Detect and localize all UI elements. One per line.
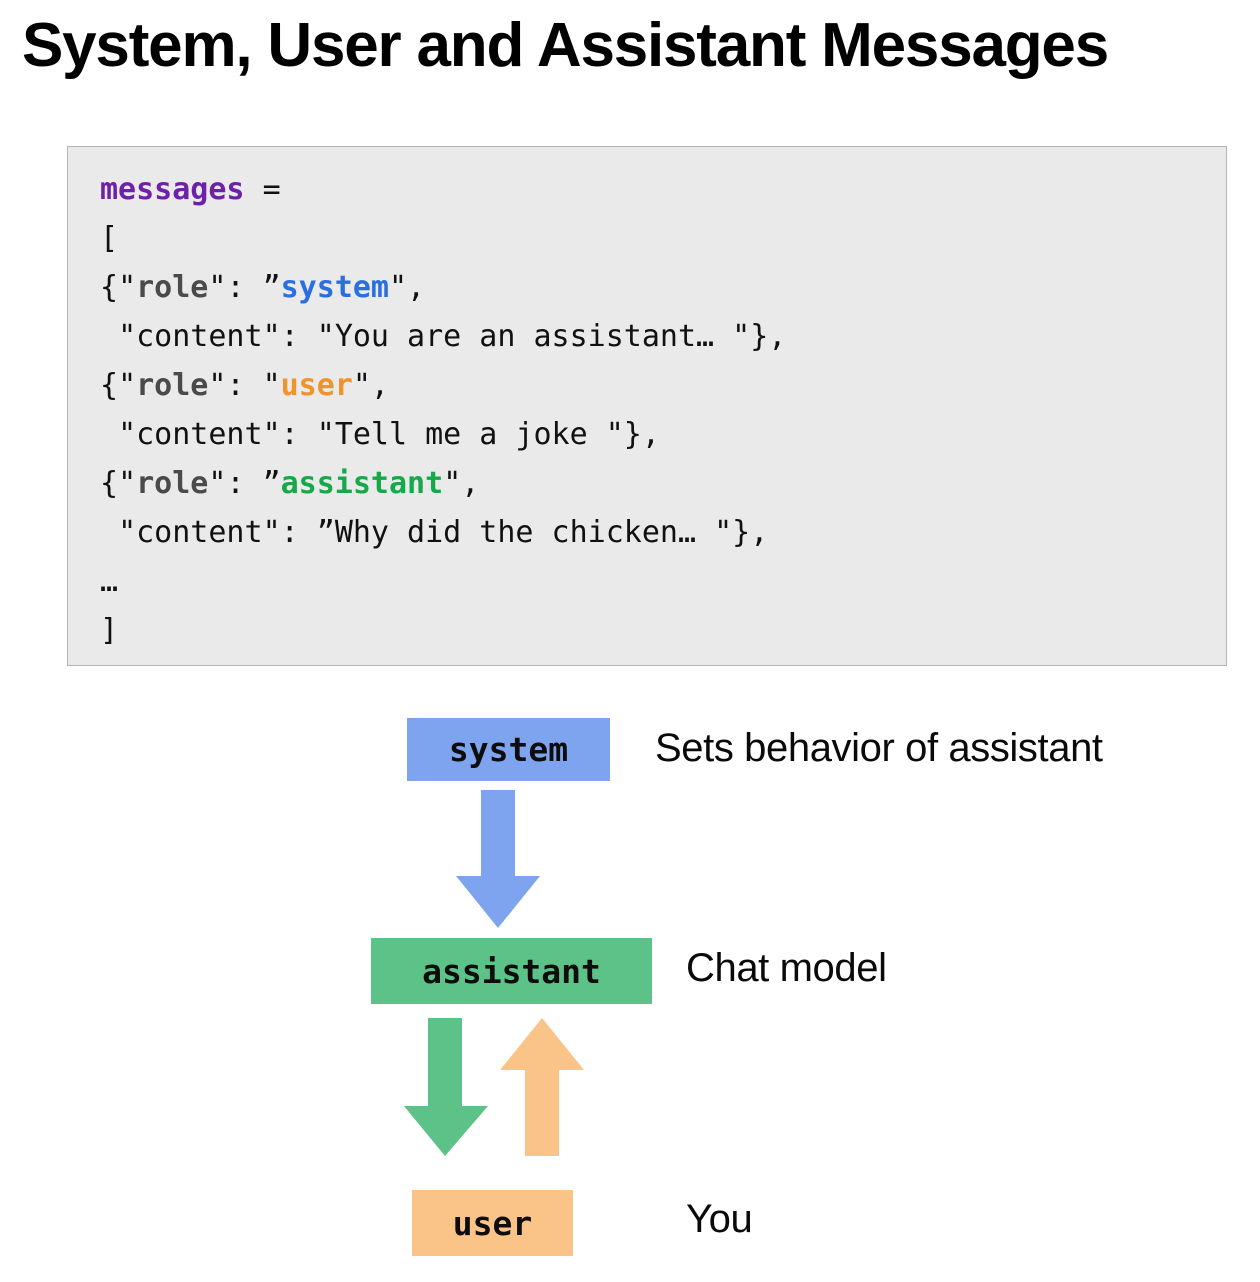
diagram-box-system[interactable]: system [407,718,610,781]
code-quote-4b: " [208,466,227,501]
code-value-content-assistant: Why did the chicken… [334,515,715,550]
code-quote-4d: ", [443,466,480,501]
code-quote-0a: " [118,270,137,305]
code-value-content-system: You are an assistant… [334,319,733,354]
code-quote-2d: ", [352,368,389,403]
code-quote-5c: ” [316,515,335,550]
code-key-0: role [136,270,209,305]
diagram-box-assistant[interactable]: assistant [371,938,652,1004]
code-indent-5 [100,515,118,550]
arrow-up-user-to-assistant-icon [500,1018,584,1156]
code-quote-4a: " [118,466,137,501]
diagram-label-system-description: Sets behavior of assistant [655,726,1103,770]
code-quote-1b: " [262,319,281,354]
code-value-user: user [280,368,353,403]
code-quote-1c: " [316,319,335,354]
arrow-down-assistant-to-user-icon [404,1018,488,1156]
code-open-bracket: [ [100,221,119,256]
code-line-close-bracket: ] [68,606,1226,655]
code-colon-4: : [226,466,263,501]
code-quote-0c: ” [262,270,281,305]
code-line-open-bracket: [ [68,214,1226,263]
code-colon-3: : [280,417,317,452]
arrow-down-system-to-assistant-icon [456,790,540,928]
code-key-2: role [136,368,209,403]
code-colon-1: : [280,319,317,354]
code-key-3: content [136,417,263,452]
code-variable-messages: messages [100,172,245,207]
code-brace-open-2: { [100,368,119,403]
message-flow-diagram: system Sets behavior of assistant assist… [0,690,1260,1280]
code-quote-0d: ", [389,270,426,305]
code-equals-sign: = [262,172,281,207]
code-quote-3c: " [316,417,335,452]
code-line-assignment: messages = [68,165,1226,214]
code-key-1: content [136,319,263,354]
code-quote-3a: " [118,417,137,452]
code-assign-operator [245,172,263,207]
code-line-role-assistant: {"role": ”assistant", [68,459,1226,508]
code-quote-5a: " [118,515,137,550]
code-quote-2c: " [262,368,281,403]
code-quote-3b: " [262,417,281,452]
code-quote-1d: "}, [732,319,787,354]
diagram-box-user[interactable]: user [412,1190,573,1256]
code-key-5: content [136,515,263,550]
code-ellipsis: … [100,564,119,599]
code-colon-2: : [226,368,263,403]
diagram-label-assistant-description: Chat model [686,946,887,990]
code-value-system: system [280,270,389,305]
page-title: System, User and Assistant Messages [22,11,1109,80]
code-line-ellipsis: … [68,557,1226,606]
diagram-label-user-description: You [686,1197,753,1241]
code-close-bracket: ] [100,613,119,648]
code-quote-4c: ” [262,466,281,501]
code-value-content-user: Tell me a joke [334,417,606,452]
code-indent-3 [100,417,118,452]
code-quote-1a: " [118,319,137,354]
code-indent-1 [100,319,118,354]
code-quote-5d: "}, [714,515,769,550]
code-brace-open-0: { [100,270,119,305]
code-line-content-user: "content": "Tell me a joke "}, [68,410,1226,459]
code-line-role-system: {"role": ”system", [68,263,1226,312]
code-colon-0: : [226,270,263,305]
code-line-role-user: {"role": "user", [68,361,1226,410]
code-brace-open-4: { [100,466,119,501]
code-quote-5b: " [262,515,281,550]
code-quote-3d: "}, [605,417,660,452]
code-block: messages = [ {"role": ”system", "content… [67,146,1227,666]
code-quote-2a: " [118,368,137,403]
code-quote-2b: " [208,368,227,403]
code-key-4: role [136,466,209,501]
code-line-content-system: "content": "You are an assistant… "}, [68,312,1226,361]
code-line-content-assistant: "content": ”Why did the chicken… "}, [68,508,1226,557]
code-quote-0b: " [208,270,227,305]
code-value-assistant: assistant [280,466,444,501]
code-colon-5: : [280,515,317,550]
